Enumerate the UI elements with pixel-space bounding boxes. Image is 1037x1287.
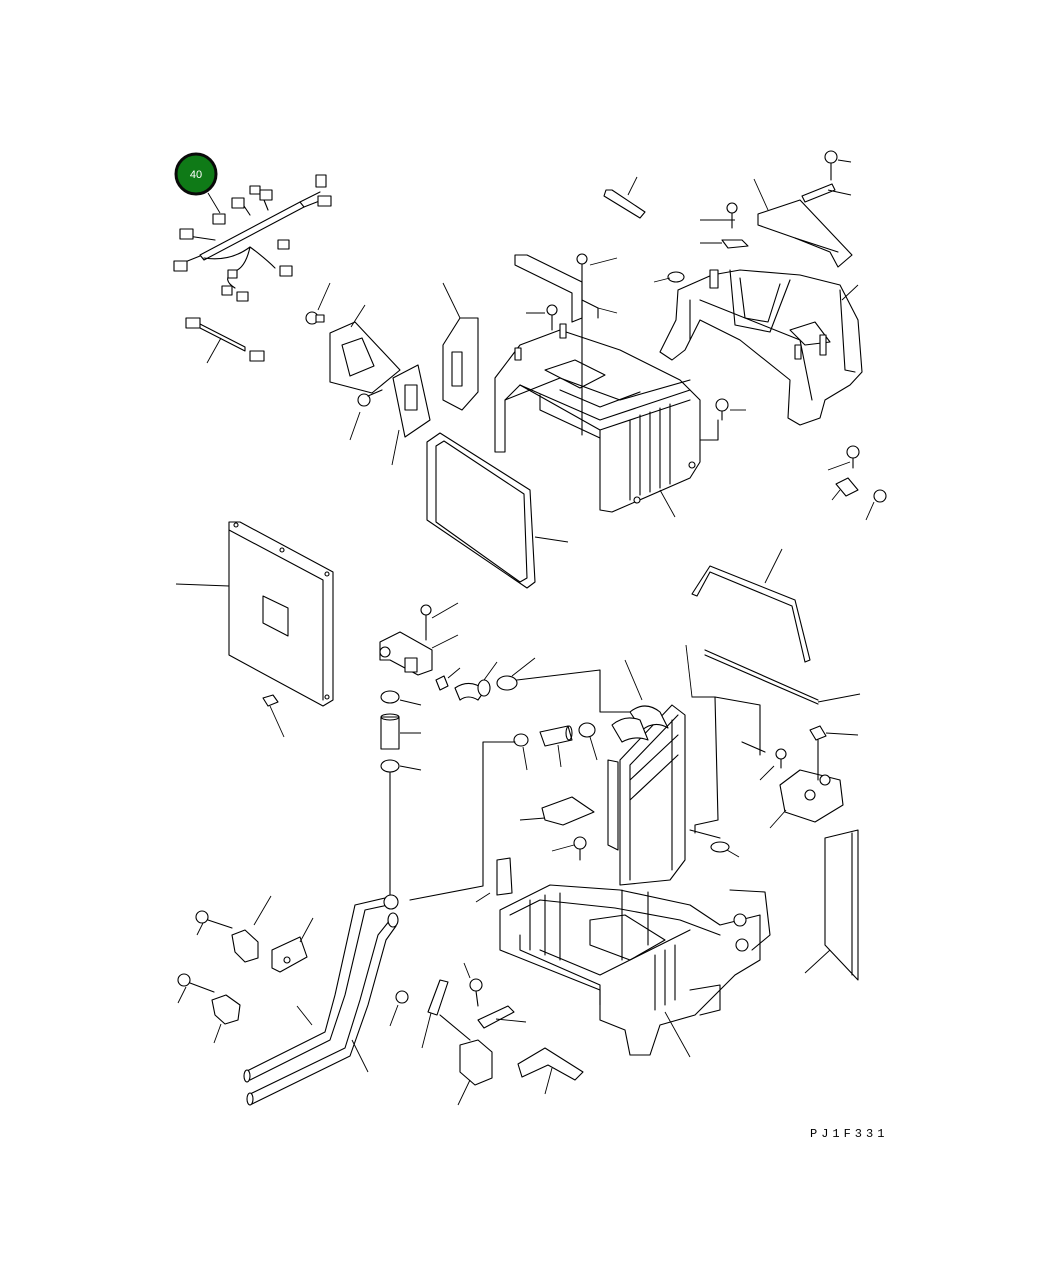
weather-strip [691,548,811,663]
hoses [380,657,631,901]
controller-panel [175,521,334,707]
bolt [349,389,383,441]
cushion [262,694,285,738]
drawing-code: PJ1F331 [810,1127,888,1141]
mounting-brackets [475,796,595,903]
wire-harness [173,174,332,302]
sub-harness [185,317,265,364]
heater-core [607,659,686,886]
bracket [442,282,479,411]
heater-pipes [243,894,399,1106]
blower-cover-clip [827,445,887,521]
upper-duct-cover [494,323,719,518]
lower-case [499,884,771,1058]
pipe-clamps [177,895,584,1106]
cover-bracket [514,253,618,436]
cover-bracket-top-right [753,150,853,268]
callout-40[interactable]: 40 [174,152,221,214]
filter-screen [804,829,859,981]
water-valve [379,602,461,691]
gasket [329,304,401,394]
screws-and-clip [603,176,749,421]
rear-duct-cover [659,269,863,426]
grommet-cap [710,841,740,858]
seal-frame [426,432,569,589]
callout-number: 40 [190,169,202,181]
nut [305,282,331,325]
servo-motor [704,649,861,829]
plate [391,364,431,466]
duct-plate [685,644,766,839]
